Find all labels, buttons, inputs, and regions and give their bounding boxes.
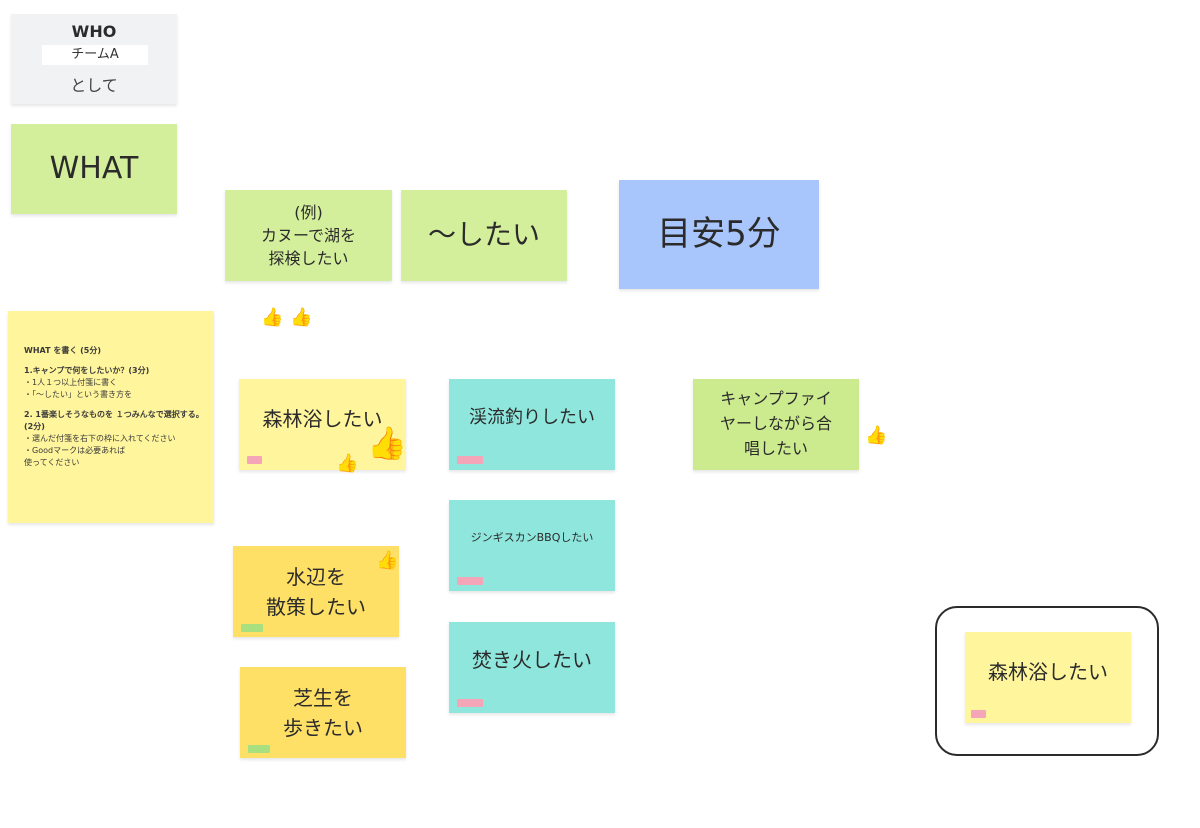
- thumbs-up-icon[interactable]: 👍: [336, 453, 359, 474]
- example-note[interactable]: (例) カヌーで湖を 探検したい: [225, 190, 392, 281]
- sticky-note-selected[interactable]: 森林浴したい: [965, 632, 1131, 723]
- thumbs-up-icon[interactable]: 👍: [261, 307, 284, 328]
- example-note-text: (例) カヌーで湖を 探検したい: [260, 202, 357, 269]
- who-title: WHO: [71, 22, 117, 41]
- who-card[interactable]: WHO チームA として: [11, 14, 177, 104]
- who-subtitle: として: [70, 76, 118, 95]
- what-header-text: WHAT: [49, 151, 139, 187]
- instructions-step2-line: 使ってください: [24, 458, 80, 467]
- author-tag: [241, 624, 263, 632]
- instructions-step1-title: 1.キャンプで何をしたいか？(3分): [24, 366, 150, 375]
- author-tag: [457, 699, 483, 707]
- sticky-note-keiryu[interactable]: 渓流釣りしたい: [449, 379, 615, 470]
- instructions-step2-title: 2. 1番楽しそうなものを １つみんなで選択する。(2分): [24, 410, 204, 431]
- instructions-note[interactable]: WHAT を書く (5分) 1.キャンプで何をしたいか？(3分) ・1人１つ以上…: [8, 311, 214, 523]
- sticky-note-genghis-bbq[interactable]: ジンギスカンBBQしたい: [449, 500, 615, 591]
- sticky-note-text: 森林浴したい: [262, 407, 383, 431]
- time-guide-note[interactable]: 目安5分: [619, 180, 819, 289]
- template-note[interactable]: 〜したい: [401, 190, 567, 281]
- author-tag: [457, 577, 483, 585]
- sticky-note-shinrinyoku[interactable]: 森林浴したい 👍: [239, 379, 407, 470]
- thumbs-up-icon[interactable]: 👍: [367, 424, 407, 462]
- instructions-step1-line: ・1人１つ以上付箋に書く: [24, 378, 118, 387]
- instructions-step1-line: ・「〜したい」という書き方を: [24, 390, 132, 399]
- instructions-heading: WHAT を書く (5分): [24, 346, 101, 355]
- sticky-note-campfire[interactable]: キャンプファイ ヤーしながら合 唱したい: [693, 379, 859, 470]
- sticky-note-text: 森林浴したい: [988, 660, 1108, 684]
- time-guide-text: 目安5分: [657, 213, 781, 254]
- sticky-note-text: ジンギスカンBBQしたい: [470, 530, 594, 544]
- thumbs-up-icon[interactable]: 👍: [376, 550, 399, 571]
- sticky-note-text: 渓流釣りしたい: [469, 407, 595, 429]
- thumbs-up-icon[interactable]: 👍: [865, 425, 888, 446]
- sticky-note-text: キャンプファイ ヤーしながら合 唱したい: [719, 389, 832, 458]
- author-tag: [248, 745, 270, 753]
- sticky-note-text: 芝生を 歩きたい: [283, 685, 363, 740]
- instructions-step2-line: ・Goodマークは必要あれば: [24, 446, 126, 455]
- sticky-note-shibafu[interactable]: 芝生を 歩きたい: [240, 667, 406, 758]
- thumbs-up-icon[interactable]: 👍: [290, 307, 313, 328]
- sticky-note-text: 水辺を 散策したい: [266, 564, 366, 619]
- what-header-note[interactable]: WHAT: [11, 124, 177, 214]
- sticky-note-text: 焚き火したい: [472, 648, 592, 672]
- author-tag: [247, 456, 262, 464]
- sticky-note-mizube[interactable]: 水辺を 散策したい 👍: [233, 546, 399, 637]
- team-name-input[interactable]: チームA: [42, 45, 148, 65]
- sticky-note-takibi[interactable]: 焚き火したい: [449, 622, 615, 713]
- author-tag: [457, 456, 483, 464]
- selection-frame[interactable]: [935, 606, 1159, 756]
- template-note-text: 〜したい: [427, 218, 540, 252]
- author-tag: [971, 710, 986, 718]
- instructions-step2-line: ・選んだ付箋を右下の枠に入れてください: [24, 434, 176, 443]
